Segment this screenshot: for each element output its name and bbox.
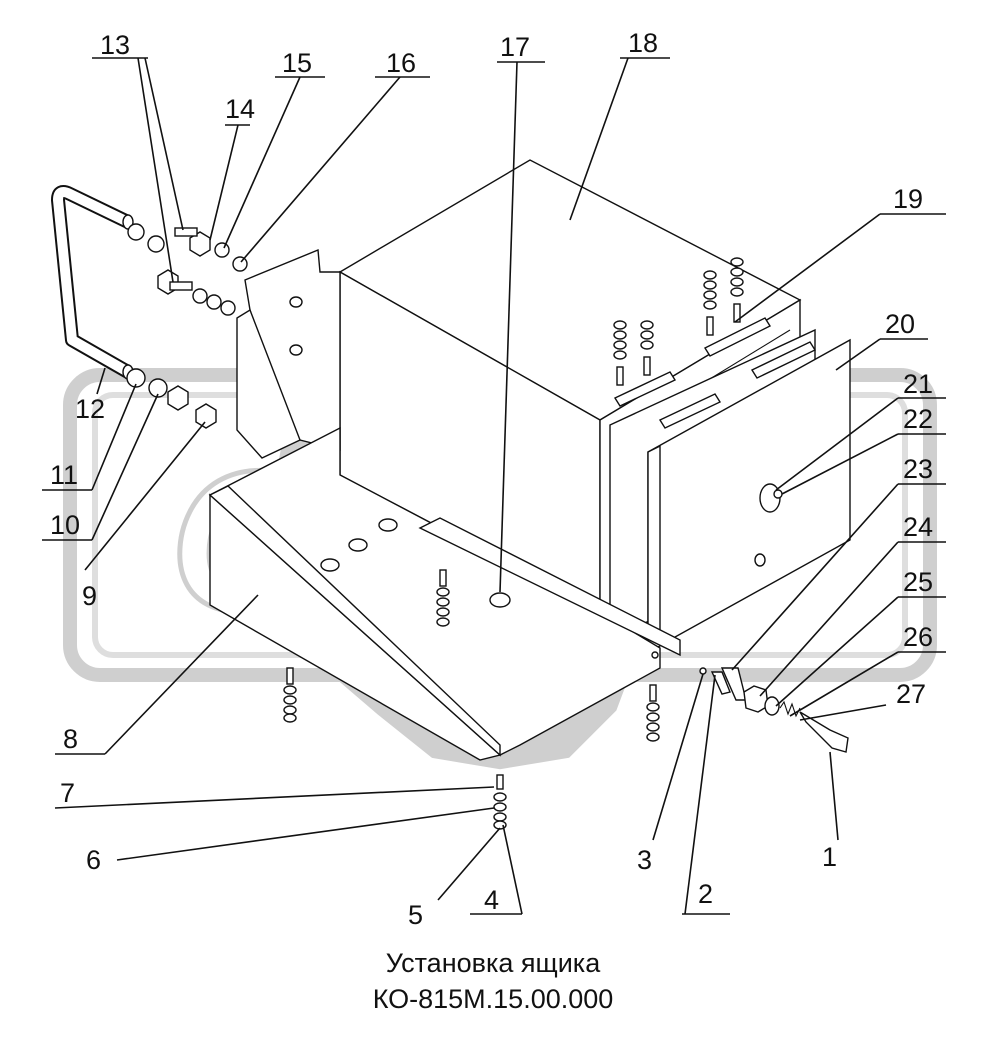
bolt-stack-base-3 bbox=[646, 684, 660, 742]
bolt-stack-c bbox=[703, 270, 717, 336]
callout-16: 16 bbox=[386, 48, 416, 78]
callout-23: 23 bbox=[903, 454, 933, 484]
nut-14 bbox=[189, 231, 211, 257]
washer-10 bbox=[148, 378, 168, 398]
callout-18: 18 bbox=[628, 28, 658, 58]
part-2 bbox=[710, 671, 731, 695]
callout-15: 15 bbox=[282, 48, 312, 78]
callout-11: 11 bbox=[50, 460, 78, 490]
base-frame bbox=[208, 426, 681, 761]
drawing-title: Установка ящика bbox=[385, 948, 601, 978]
bolt-lower bbox=[169, 281, 193, 291]
base-rail bbox=[418, 517, 681, 657]
base-lip bbox=[208, 485, 501, 757]
hinges bbox=[613, 317, 817, 429]
bolt-stack-base-2 bbox=[283, 667, 297, 723]
base-hole-3 bbox=[378, 518, 398, 532]
hinge-left bbox=[613, 371, 677, 407]
bracket-hole-top bbox=[289, 296, 303, 308]
bolt-stack-base-1 bbox=[436, 569, 450, 627]
lock-assembly bbox=[699, 667, 849, 753]
drawing-number: КО-815М.15.00.000 bbox=[372, 984, 614, 1014]
hinge-bolts bbox=[613, 257, 744, 386]
bolt-stack-b bbox=[640, 320, 654, 376]
callout-8: 8 bbox=[63, 724, 78, 754]
callout-14: 14 bbox=[225, 94, 255, 124]
bolt-stack-base-4 bbox=[493, 774, 507, 830]
bracket-hole-bottom bbox=[289, 344, 303, 356]
washer-15 bbox=[214, 242, 230, 258]
callout-7: 7 bbox=[60, 778, 75, 808]
washer-13a bbox=[127, 223, 145, 241]
bracket-flange bbox=[236, 308, 301, 459]
hinge-leaf-right bbox=[750, 341, 817, 379]
callout-4: 4 bbox=[484, 885, 499, 915]
callout-5: 5 bbox=[408, 900, 423, 930]
callout-labels: 13 14 15 16 17 18 19 20 21 22 23 24 25 2… bbox=[50, 28, 933, 930]
base-hole-1 bbox=[320, 558, 340, 572]
bolt-stack-a bbox=[613, 320, 627, 386]
washer-lower bbox=[192, 288, 208, 304]
hinge-right bbox=[703, 317, 772, 357]
callout-13: 13 bbox=[100, 30, 130, 60]
part-26-spring bbox=[779, 700, 801, 718]
base-rivet bbox=[651, 651, 659, 659]
part-25 bbox=[764, 696, 780, 716]
box-door bbox=[609, 328, 851, 654]
bolt-13 bbox=[174, 227, 198, 237]
callout-21: 21 bbox=[903, 369, 933, 399]
callout-25: 25 bbox=[903, 567, 933, 597]
callout-9: 9 bbox=[82, 581, 97, 611]
callout-22: 22 bbox=[903, 404, 933, 434]
part-3 bbox=[699, 667, 707, 675]
leader-lines bbox=[42, 57, 946, 915]
nut-16 bbox=[232, 256, 248, 272]
callout-1: 1 bbox=[822, 842, 837, 872]
nut-9 bbox=[195, 403, 217, 429]
rear-bracket bbox=[236, 248, 341, 459]
washer-11 bbox=[126, 368, 146, 388]
callout-2: 2 bbox=[698, 879, 713, 909]
callout-6: 6 bbox=[86, 845, 101, 875]
callout-12: 12 bbox=[75, 394, 105, 424]
callout-20: 20 bbox=[885, 309, 915, 339]
callout-27: 27 bbox=[896, 679, 926, 709]
door-small-hole bbox=[754, 553, 766, 567]
callout-10: 10 bbox=[50, 510, 80, 540]
part-1-pin bbox=[799, 711, 849, 753]
nut-9a bbox=[167, 385, 189, 411]
washer-lower-b bbox=[206, 294, 222, 310]
callout-26: 26 bbox=[903, 622, 933, 652]
door-edge bbox=[647, 444, 661, 654]
bolt-stack-d bbox=[730, 257, 744, 323]
callout-19: 19 bbox=[893, 184, 923, 214]
base-plate bbox=[208, 426, 661, 756]
base-hole-2 bbox=[348, 538, 368, 552]
callout-17: 17 bbox=[500, 32, 530, 62]
lock-pin bbox=[773, 489, 783, 499]
callout-3: 3 bbox=[637, 845, 652, 875]
callout-24: 24 bbox=[903, 512, 933, 542]
handle-fasteners bbox=[126, 223, 248, 429]
washer-13b bbox=[147, 235, 165, 253]
nut-lower-b bbox=[220, 300, 236, 316]
hinge-leaf-left bbox=[658, 393, 722, 429]
handle-rail bbox=[51, 185, 134, 380]
plug-17 bbox=[489, 592, 511, 608]
